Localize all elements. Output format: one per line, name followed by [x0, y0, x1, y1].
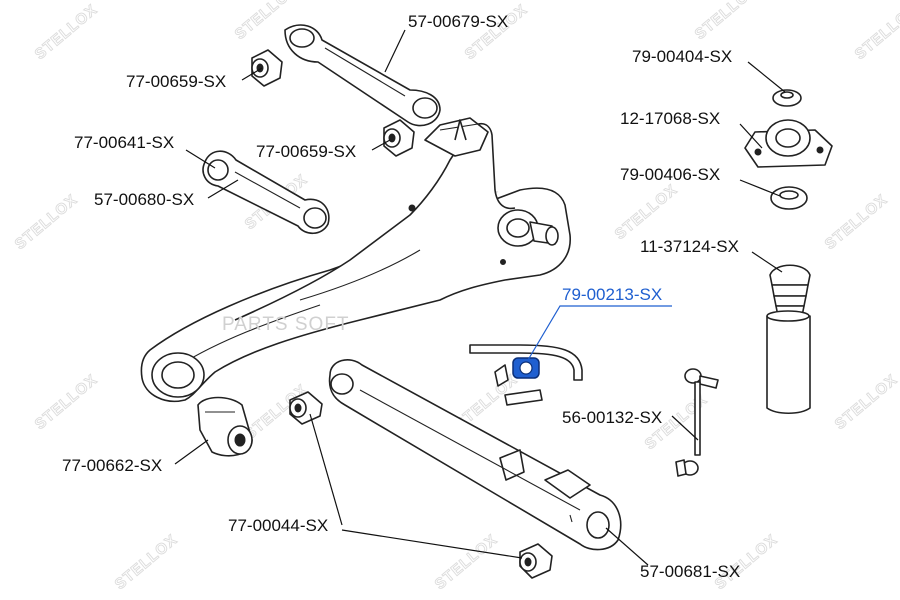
lower-control-arm-57-00681 — [328, 359, 622, 551]
stellox-watermark-text: STELLOX — [462, 1, 531, 63]
stellox-watermark-text: STELLOX — [612, 181, 681, 243]
stellox-watermark-text: STELLOX — [32, 371, 101, 433]
part-label-77-00662: 77-00662-SX — [62, 456, 162, 475]
leader-79-00406 — [739, 179, 781, 197]
part-label-79-00406: 79-00406-SX — [620, 165, 720, 184]
bushing-77-00044-a — [289, 391, 323, 425]
part-label-77-00641: 77-00641-SX — [74, 133, 174, 152]
leader-57-00681 — [605, 527, 649, 566]
part-label-79-00213: 79-00213-SX — [562, 285, 662, 304]
leader-77-00662 — [174, 439, 209, 465]
leader-77-00659-a — [241, 67, 263, 81]
parts-soft-watermark: PARTS SOFT — [222, 314, 350, 335]
part-label-77-00659-b: 77-00659-SX — [256, 142, 356, 161]
rear-subframe-trailing-arm — [140, 117, 571, 402]
leader-lines — [174, 29, 786, 566]
part-label-57-00681: 57-00681-SX — [640, 562, 740, 581]
bushing-77-00044-b — [519, 543, 553, 579]
leader-77-00044-b — [341, 529, 523, 559]
leader-11-37124 — [751, 251, 783, 273]
part-label-77-00044: 77-00044-SX — [228, 516, 328, 535]
part-label-79-00404: 79-00404-SX — [632, 47, 732, 66]
control-arm-57-00680 — [202, 150, 330, 235]
strut-mount-79-00404 — [772, 89, 802, 107]
part-label-57-00679: 57-00679-SX — [408, 12, 508, 31]
part-label-11-37124: 11-37124-SX — [640, 237, 739, 256]
leader-56-00132 — [671, 415, 699, 441]
stellox-watermark-text: STELLOX — [692, 0, 761, 43]
part-labels: 57-00679-SX 77-00659-SX 77-00641-SX 77-0… — [62, 12, 740, 581]
part-label-57-00680: 57-00680-SX — [94, 190, 194, 209]
part-label-12-17068: 12-17068-SX — [620, 109, 720, 128]
bushing-77-00662 — [197, 396, 253, 457]
leader-77-00641 — [185, 149, 216, 169]
bushing-77-00659-b — [383, 119, 415, 157]
leader-77-00044-a — [309, 413, 343, 526]
stabilizer-bar — [469, 344, 583, 406]
stellox-watermark-text: STELLOX — [822, 191, 891, 253]
part-label-56-00132: 56-00132-SX — [562, 408, 662, 427]
stellox-watermark-text: STELLOX — [12, 191, 81, 253]
stellox-watermark-text: STELLOX — [432, 531, 501, 593]
leader-57-00679 — [384, 29, 406, 73]
leader-77-00659-b — [371, 139, 391, 151]
stabilizer-link-56-00132 — [675, 368, 719, 477]
leader-79-00213 — [527, 305, 672, 361]
strut-mount-79-00406 — [770, 186, 808, 210]
part-label-77-00659-a: 77-00659-SX — [126, 72, 226, 91]
shock-absorber-boot-11-37124 — [766, 264, 811, 415]
stellox-watermark-text: STELLOX — [32, 1, 101, 63]
leader-12-17068 — [739, 123, 763, 149]
stabilizer-bushing-79-00213 — [512, 357, 540, 379]
stellox-watermark-text: STELLOX — [832, 371, 900, 433]
stellox-watermark-text: STELLOX — [852, 1, 900, 63]
leader-57-00680 — [207, 179, 239, 199]
strut-mount-12-17068 — [744, 119, 833, 168]
bushing-77-00659-a — [251, 49, 283, 87]
leader-79-00404 — [747, 61, 786, 93]
upper-control-arm-57-00679 — [284, 24, 441, 127]
stellox-watermark-text: STELLOX — [112, 531, 181, 593]
